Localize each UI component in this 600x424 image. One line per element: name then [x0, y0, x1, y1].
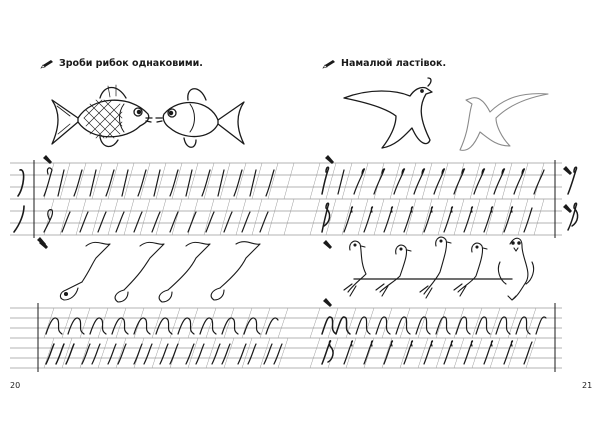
swallow-illustration [343, 77, 433, 149]
fish-outline-illustration [155, 88, 245, 148]
pen-nib-icon [323, 298, 332, 307]
task-text: Зроби рибок однаковими. [59, 58, 203, 69]
task-text: Намалюй ластівок. [341, 58, 447, 69]
pen-nib-icon [563, 166, 572, 175]
right-page-art [300, 77, 579, 372]
pen-nib-icon [39, 240, 48, 249]
page-number: 20 [10, 381, 21, 390]
page-number: 21 [582, 381, 593, 390]
pen-nib-icon [325, 155, 334, 164]
handwriting-guide-lines [10, 303, 300, 372]
pen-nib-icon [43, 155, 52, 164]
pen-nib-icon [323, 240, 332, 249]
left-page-art [10, 84, 300, 372]
handwriting-samples [45, 317, 283, 365]
task-instruction: Зроби рибок однаковими. [40, 58, 203, 69]
pen-nib-icon [563, 204, 572, 213]
birds-on-wire-illustration [343, 236, 535, 301]
swallow-outline-illustration [459, 93, 549, 151]
fish-patterned-illustration [51, 84, 153, 148]
task-instruction: Намалюй ластівок. [322, 58, 446, 69]
fishing-rods-illustration [59, 241, 261, 303]
handwriting-samples [321, 166, 579, 233]
handwriting-guide-lines [10, 160, 300, 238]
handwriting-guide-lines [300, 303, 562, 372]
pencil-icon [40, 59, 53, 68]
pencil-icon [322, 59, 335, 68]
handwriting-samples [321, 316, 547, 365]
left-page: Зроби рибок однаковими. [10, 58, 300, 390]
right-page: Намалюй ластівок. [300, 0, 600, 424]
handwriting-guide-lines [300, 160, 562, 238]
handwriting-samples [13, 167, 275, 233]
